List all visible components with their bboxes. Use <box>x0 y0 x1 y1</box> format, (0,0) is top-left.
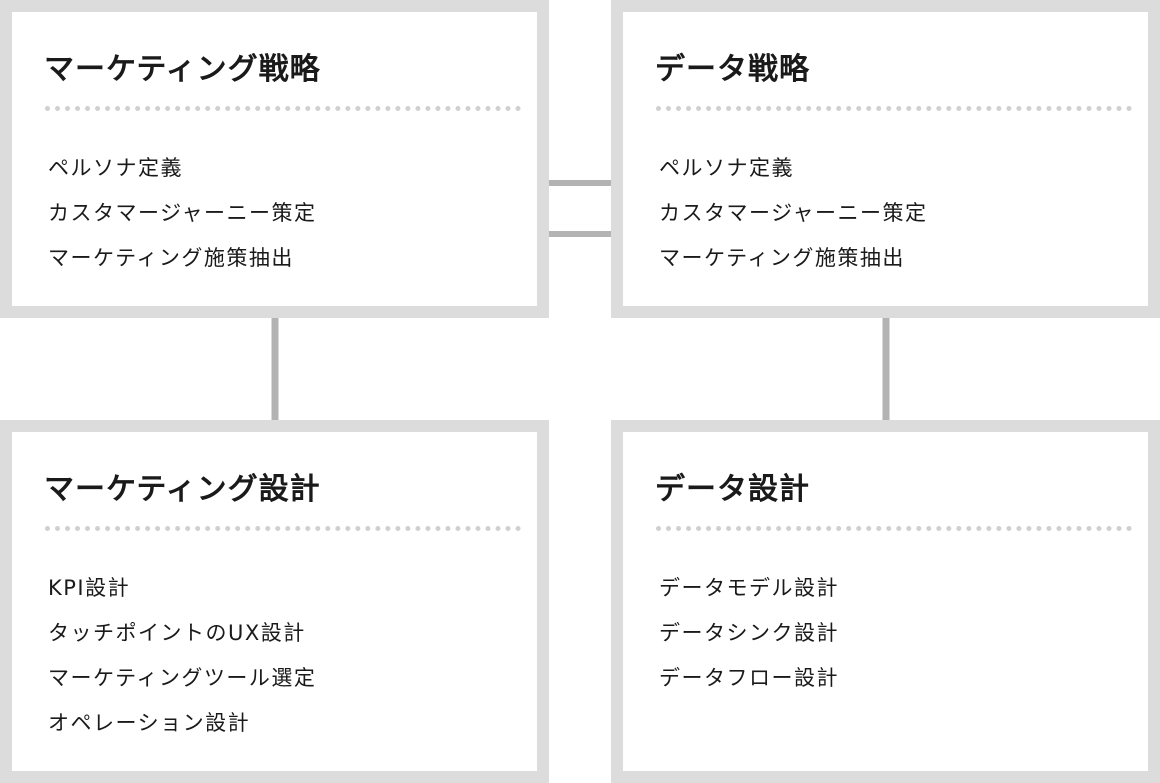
arrow-data-strategy-to-design <box>875 305 897 438</box>
item-list: KPI設計 タッチポイントのUX設計 マーケティングツール選定 オペレーション設… <box>48 566 316 746</box>
list-item: KPI設計 <box>48 576 131 600</box>
item-list: データモデル設計 データシンク設計 データフロー設計 <box>659 566 839 701</box>
list-item: ペルソナ定義 <box>48 156 183 180</box>
dotted-divider <box>45 106 521 111</box>
box-title: データ戦略 <box>655 52 810 87</box>
list-item: オペレーション設計 <box>48 711 251 735</box>
list-item: マーケティングツール選定 <box>48 666 317 690</box>
marketing-design-box: マーケティング設計 KPI設計 タッチポイントのUX設計 マーケティングツール選… <box>0 420 549 783</box>
list-item: データシンク設計 <box>659 621 839 645</box>
list-item: タッチポイントのUX設計 <box>48 621 306 645</box>
dotted-divider <box>45 526 521 531</box>
box-title: データ設計 <box>655 472 810 507</box>
data-strategy-box: データ戦略 ペルソナ定義 カスタマージャーニー策定 マーケティング施策抽出 <box>611 0 1160 318</box>
box-title: マーケティング戦略 <box>44 52 321 87</box>
list-item: ペルソナ定義 <box>659 156 794 180</box>
list-item: データモデル設計 <box>659 576 839 600</box>
list-item: カスタマージャーニー策定 <box>48 201 317 225</box>
list-item: カスタマージャーニー策定 <box>659 201 928 225</box>
data-design-box: データ設計 データモデル設計 データシンク設計 データフロー設計 <box>611 420 1160 783</box>
arrow-marketing-strategy-to-design <box>264 305 286 438</box>
list-item: マーケティング施策抽出 <box>48 246 294 270</box>
item-list: ペルソナ定義 カスタマージャーニー策定 マーケティング施策抽出 <box>659 146 928 281</box>
item-list: ペルソナ定義 カスタマージャーニー策定 マーケティング施策抽出 <box>48 146 317 281</box>
box-title: マーケティング設計 <box>44 472 321 507</box>
list-item: データフロー設計 <box>659 666 839 690</box>
marketing-strategy-box: マーケティング戦略 ペルソナ定義 カスタマージャーニー策定 マーケティング施策抽… <box>0 0 549 318</box>
dotted-divider <box>656 106 1132 111</box>
dotted-divider <box>656 526 1132 531</box>
list-item: マーケティング施策抽出 <box>659 246 905 270</box>
